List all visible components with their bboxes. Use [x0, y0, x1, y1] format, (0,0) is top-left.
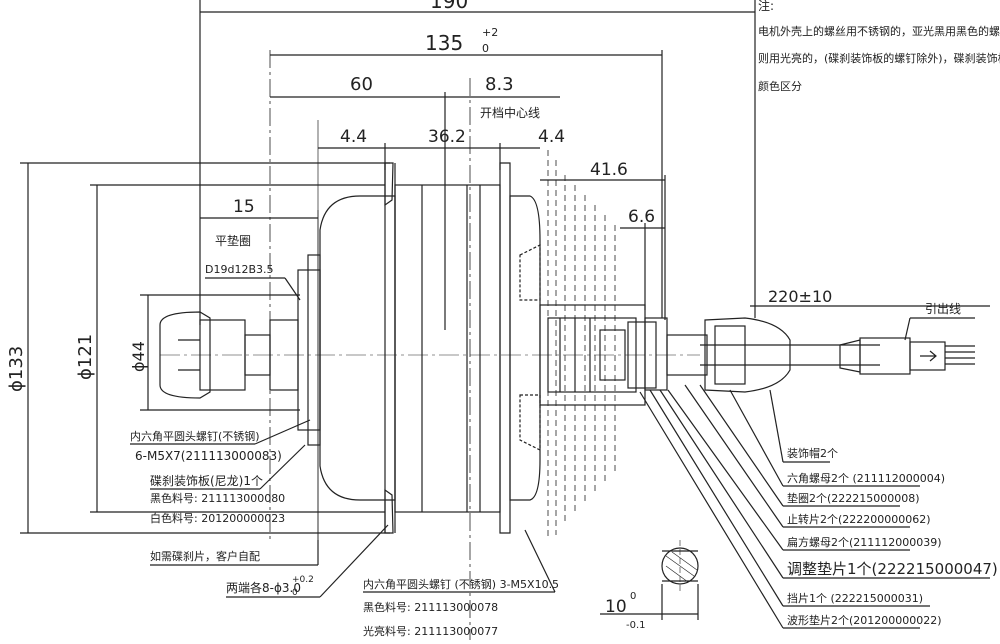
shaft-section: 10 0 -0.1 — [600, 540, 699, 631]
deco-cap-label: 装饰帽2个 — [787, 446, 838, 460]
black-part-no2: 黑色料号: 211113000078 — [363, 600, 498, 614]
dim-phi133: ϕ133 — [6, 162, 390, 534]
callouts-bottom: 内六角平圆头螺钉 (不锈钢) 3-M5X10.5 黑色料号: 211113000… — [363, 529, 559, 638]
dim-190-text: 190 — [430, 0, 468, 13]
hex-screw-label: 内六角平圆头螺钉(不锈钢) — [130, 429, 260, 443]
shaft-10-lower: -0.1 — [626, 620, 646, 631]
dim-190: 190 — [199, 0, 756, 325]
motor-hub — [297, 120, 541, 540]
note-line3: 颜色区分 — [758, 79, 802, 93]
disc-brake-note: 如需碟刹片，客户自配 — [150, 549, 260, 563]
dim-36.2-text: 36.2 — [428, 127, 466, 147]
note-line1: 电机外壳上的螺丝用不锈钢的，亚光黑用黑色的螺钉，银 — [758, 24, 1000, 38]
dim-phi133-text: ϕ133 — [6, 346, 27, 392]
dim-4.4-36.2-4.4: 4.4 36.2 4.4 — [318, 127, 565, 170]
note-title: 注: — [758, 0, 774, 13]
lead-wire-label: 引出线 — [925, 302, 961, 316]
dim-60-text: 60 — [350, 74, 373, 95]
holes-label: 两端各8-ϕ3.0 — [226, 580, 301, 595]
bright-part-no2: 光亮料号: 211113000077 — [363, 624, 498, 638]
washer-label: 垫圈2个(222215000008) — [787, 491, 920, 505]
dim-41.6-text: 41.6 — [590, 160, 628, 180]
callouts-right: 装饰帽2个 六角螺母2个 (211112000004) 垫圈2个(2222150… — [639, 384, 998, 629]
disc-brake-outline — [547, 150, 616, 540]
lead-wire-connector: 引出线 — [839, 302, 975, 375]
white-part-no: 白色料号: 201200000023 — [150, 511, 285, 525]
dim-15-text: 15 — [233, 197, 255, 217]
flat-washer-spec: D19d12B3.5 — [205, 263, 274, 276]
holes-tol-lower: 0 — [292, 588, 298, 598]
dim-phi44-text: ϕ44 — [129, 341, 148, 372]
hex-screw2-label: 内六角平圆头螺钉 (不锈钢) 3-M5X10.5 — [363, 577, 559, 591]
shaft-10-upper: 0 — [630, 591, 636, 602]
hex-nut-label: 六角螺母2个 (211112000004) — [787, 472, 945, 485]
dim-41.6: 41.6 — [540, 160, 666, 320]
dim-4.4-right-text: 4.4 — [538, 127, 565, 147]
adjust-shim-label: 调整垫片1个(222215000047) — [787, 560, 998, 578]
dim-8.3-text: 8.3 — [485, 74, 514, 95]
dim-6.6: 6.6 — [620, 207, 665, 310]
callouts-left: 平垫圈 D19d12B3.5 内六角平圆头螺钉(不锈钢) 6-M5X7(2111… — [130, 233, 389, 598]
hex-screw-spec: 6-M5X7(211113000083) — [135, 449, 282, 463]
dim-220-text: 220±10 — [768, 287, 832, 306]
dim-phi121: ϕ121 — [75, 184, 385, 513]
dim-135-tol-upper: +2 — [482, 26, 498, 39]
axle-left — [159, 311, 700, 399]
dim-135-tol-lower: 0 — [482, 42, 489, 55]
shim-label: 挡片1个 (222215000031) — [787, 591, 923, 605]
dim-135: 135 +2 0 — [269, 26, 663, 540]
dim-60-8.3: 60 8.3 开档中心线 — [270, 74, 560, 640]
wave-washer-label: 波形垫片2个(201200000022) — [787, 613, 942, 627]
dim-6.6-text: 6.6 — [628, 207, 655, 227]
flat-washer-label: 平垫圈 — [215, 233, 251, 248]
note-line2: 则用光亮的，(碟刹装饰板的螺钉除外)，碟刹装饰板也按 — [758, 51, 1000, 65]
black-part-no: 黑色料号: 211113000080 — [150, 491, 285, 505]
dim-4.4-left-text: 4.4 — [340, 127, 367, 147]
dim-phi121-text: ϕ121 — [75, 334, 96, 380]
flat-nut-label: 扁方螺母2个(211112000039) — [787, 535, 942, 549]
center-line-label: 开档中心线 — [480, 105, 540, 120]
shaft-10-text: 10 — [605, 597, 627, 617]
axle-right — [539, 304, 880, 406]
note-block: 注: 电机外壳上的螺丝用不锈钢的，亚光黑用黑色的螺钉，银 则用光亮的，(碟刹装饰… — [758, 0, 1000, 93]
dim-135-text: 135 — [425, 31, 463, 55]
brake-plate-label: 碟刹装饰板(尼龙)1个 — [150, 474, 263, 488]
dim-phi44: ϕ44 — [129, 294, 300, 411]
anti-rotation-label: 止转片2个(222200000062) — [787, 512, 931, 526]
holes-tol-upper: +0.2 — [292, 575, 314, 585]
dim-220: 220±10 — [750, 287, 990, 307]
